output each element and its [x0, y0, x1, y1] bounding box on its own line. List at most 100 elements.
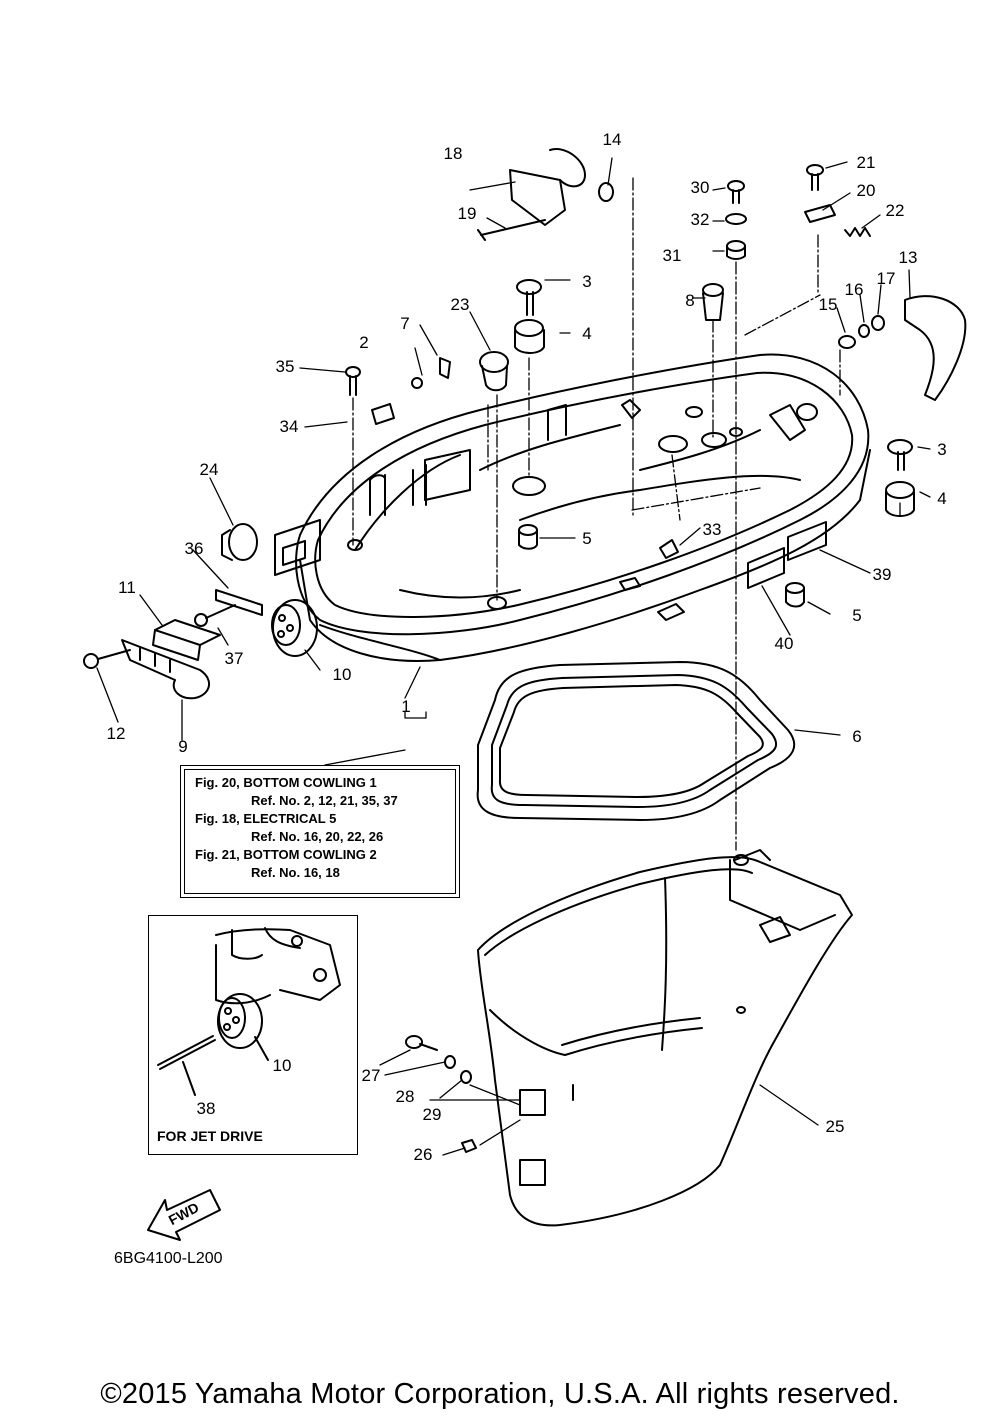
- reference-box: Fig. 20, BOTTOM COWLING 1 Ref. No. 2, 12…: [180, 765, 460, 898]
- fwd-label: FWD: [166, 1199, 202, 1228]
- callout: 2: [359, 333, 368, 352]
- callout: 7: [400, 314, 409, 333]
- clip-part-34: [371, 403, 395, 425]
- reference-box-inner: Fig. 20, BOTTOM COWLING 1 Ref. No. 2, 12…: [184, 769, 456, 894]
- callout: 27: [362, 1066, 381, 1085]
- bolt-part-27: [405, 1035, 438, 1051]
- ref-number-line: Ref. No. 2, 12, 21, 35, 37: [251, 793, 398, 808]
- jet-drive-inset-drawing: [157, 927, 341, 1096]
- callout: 29: [423, 1105, 442, 1124]
- callout: 11: [118, 578, 136, 597]
- copyright-notice: ©2015 Yamaha Motor Corporation, U.S.A. A…: [100, 1378, 900, 1410]
- bolt-part-19: [477, 219, 546, 241]
- callout: 34: [280, 417, 299, 436]
- collar-part-5-right: [785, 582, 805, 608]
- callout: 37: [225, 649, 244, 668]
- bolt-part-12: [83, 649, 131, 669]
- ref-figure-line: Fig. 18, ELECTRICAL 5: [195, 811, 337, 826]
- bolt-part-30: [727, 180, 745, 204]
- callout: 26: [414, 1145, 433, 1164]
- washer-part-16: [858, 324, 870, 338]
- bolt-part-3-right: [887, 439, 913, 471]
- callout: 35: [276, 357, 295, 376]
- callout: 3: [582, 272, 591, 291]
- callout: 24: [200, 460, 219, 479]
- cowling-seal-part: [476, 661, 796, 821]
- callout: 3: [937, 440, 946, 459]
- clip-part-33: [659, 539, 679, 559]
- washer-part-29: [460, 1070, 472, 1084]
- callout: 5: [852, 606, 861, 625]
- grommet-part-15: [838, 335, 856, 349]
- clamp-part-11: [152, 619, 221, 661]
- callout: 38: [197, 1099, 216, 1118]
- ref-figure-line: Fig. 20, BOTTOM COWLING 1: [195, 775, 377, 790]
- jet-drive-inset: FOR JET DRIVE: [148, 915, 358, 1155]
- callout: 40: [775, 634, 794, 653]
- collar-part-5-left: [518, 524, 538, 550]
- callout: 12: [107, 724, 126, 743]
- inset-caption: FOR JET DRIVE: [157, 1128, 263, 1144]
- lower-casing-part: [477, 849, 853, 1227]
- callout: 22: [886, 201, 905, 220]
- callout: 14: [603, 130, 622, 149]
- callout: 10: [333, 665, 352, 684]
- pin-part-2: [411, 377, 423, 389]
- plug-part-8: [702, 283, 724, 321]
- bolt-part-37: [194, 604, 236, 627]
- bracket-part-18: [509, 148, 586, 226]
- callout: 25: [826, 1117, 845, 1136]
- bottom-cowling-part: [274, 353, 871, 662]
- callout: 31: [663, 246, 682, 265]
- clip-part-20: [804, 204, 836, 223]
- hose-fitting-part-10: [271, 599, 318, 657]
- callout: 20: [857, 181, 876, 200]
- callout: 4: [937, 489, 946, 508]
- grommet-part-23: [479, 351, 509, 392]
- callout: 39: [873, 565, 892, 584]
- ref-figure-line: Fig. 21, BOTTOM COWLING 2: [195, 847, 377, 862]
- callout: 23: [451, 295, 470, 314]
- callout: 9: [178, 737, 187, 756]
- bolt-part-21: [806, 164, 824, 191]
- callout: 21: [857, 153, 876, 172]
- callout: 28: [396, 1087, 415, 1106]
- grommet-part-31: [726, 240, 746, 260]
- callout: 30: [691, 178, 710, 197]
- spring-part-22: [844, 227, 871, 237]
- bolt-part-35: [345, 366, 361, 396]
- callout: 5: [582, 529, 591, 548]
- plate-part-36: [215, 589, 263, 616]
- bracket-part-9: [121, 639, 210, 700]
- grommet-part-14: [598, 182, 614, 202]
- callout: 17: [877, 269, 896, 288]
- ring-part-17: [871, 315, 885, 331]
- callout: 4: [582, 324, 591, 343]
- fwd-arrow-icon: [147, 1189, 221, 1241]
- washer-part-32: [725, 213, 747, 225]
- ref-number-line: Ref. No. 16, 20, 22, 26: [251, 829, 384, 844]
- pin-part-7: [439, 357, 451, 379]
- diagram-code: 6BG4100-L200: [114, 1250, 223, 1267]
- grommet-part-24: [221, 523, 258, 561]
- callout: 33: [703, 520, 722, 539]
- callout: 8: [685, 291, 694, 310]
- grommet-part-4-right: [885, 481, 915, 517]
- callout: 18: [444, 144, 463, 163]
- callout: 15: [819, 295, 838, 314]
- bolt-part-3-upper: [516, 279, 542, 316]
- callout: 32: [691, 210, 710, 229]
- callout: 36: [185, 539, 204, 558]
- callout: 10: [273, 1056, 292, 1075]
- grommet-part-4-upper: [514, 319, 545, 354]
- callout: 16: [845, 280, 864, 299]
- nut-part-26: [461, 1139, 477, 1153]
- ref-number-line: Ref. No. 16, 18: [251, 865, 340, 880]
- callout-labels: 1 2 3 3 4 4 5 5 6 7 8 9 10 10 11 12 13 1…: [107, 130, 947, 1164]
- lever-part-13: [904, 295, 967, 401]
- callout: 19: [458, 204, 477, 223]
- callout: 13: [899, 248, 918, 267]
- washer-part-28: [444, 1055, 456, 1069]
- callout: 6: [852, 727, 861, 746]
